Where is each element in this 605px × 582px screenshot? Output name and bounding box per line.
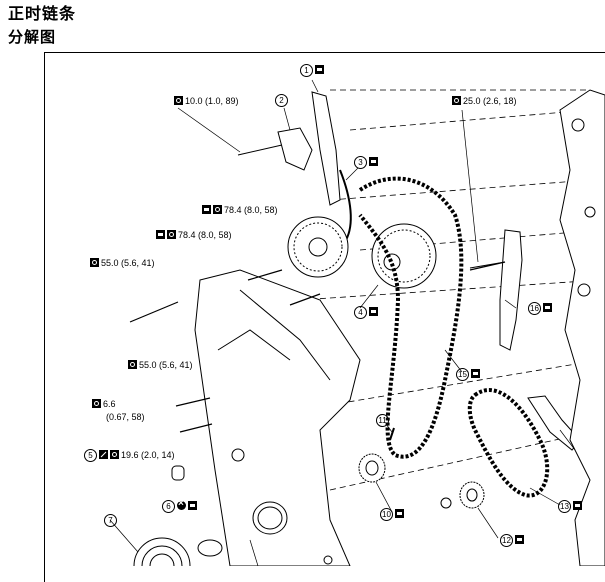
- lubricate-icon: [369, 156, 378, 166]
- front-oil-seal: [252, 501, 288, 535]
- intake-sprocket: [287, 216, 349, 278]
- page-title: 正时链条: [8, 4, 77, 23]
- callout-11: 11: [376, 414, 391, 427]
- callout-10: 10: [380, 508, 406, 521]
- page-subtitle: 分解图: [8, 28, 57, 46]
- bolts: [129, 261, 506, 433]
- torque-wrench-icon: [452, 96, 461, 105]
- torque-label-5: 55.0 (5.6, 41): [90, 258, 155, 268]
- torque-label-4: 78.4 (8.0, 58): [156, 230, 232, 240]
- lubricate-icon: [188, 500, 197, 510]
- callout-12: 12: [500, 534, 526, 547]
- nut: [440, 497, 452, 509]
- torque-label-1: 10.0 (1.0, 89): [174, 96, 239, 106]
- crankshaft-sprocket: [358, 453, 386, 483]
- torque-wrench-icon: [167, 230, 176, 239]
- torque-wrench-icon: [92, 399, 101, 408]
- chain-tensioner: [277, 127, 313, 171]
- callout-7: 7: [104, 514, 119, 527]
- diagram-frame: [44, 52, 605, 582]
- timing-chain: [358, 176, 464, 459]
- lubricate-icon: [515, 534, 524, 544]
- callout-13: 13: [558, 500, 584, 513]
- slack-guide: [339, 169, 352, 241]
- callout-6: 6: [162, 498, 199, 513]
- front-cover: [194, 269, 361, 566]
- lubricate-icon: [471, 368, 480, 378]
- callout-1: 1: [300, 64, 326, 77]
- lubricate-icon: [369, 306, 378, 316]
- torque-label-2: 25.0 (2.6, 18): [452, 96, 517, 106]
- oil-pump-chain: [467, 388, 550, 498]
- lubricate-icon: [202, 205, 211, 214]
- torque-value-8: 19.6 (2.0, 14): [121, 449, 175, 460]
- sealant-icon: [99, 449, 108, 459]
- torque-label-3: 78.4 (8.0, 58): [202, 205, 278, 215]
- do-not-reuse-icon: [177, 498, 186, 510]
- exhaust-sprocket: [371, 223, 437, 289]
- lubricate-icon: [573, 500, 582, 510]
- callout-2: 2: [275, 94, 290, 107]
- o-ring: [197, 539, 223, 557]
- upper-chain-guide: [311, 91, 341, 206]
- oil-pump-sprocket: [459, 481, 485, 509]
- callout-4: 4: [354, 306, 380, 319]
- lubricate-icon: [156, 230, 165, 239]
- callout-15: 15: [456, 368, 482, 381]
- torque-label-6: 55.0 (5.6, 41): [128, 360, 193, 370]
- lubricate-icon: [543, 302, 552, 312]
- torque-wrench-icon: [213, 205, 222, 214]
- torque-label-7-detail: (0.67, 58): [106, 412, 145, 422]
- torque-wrench-icon: [90, 258, 99, 267]
- exploded-view-drawing: [109, 79, 605, 566]
- torque-wrench-icon: [128, 360, 137, 369]
- tension-guide: [499, 229, 523, 351]
- plug: [171, 465, 185, 481]
- cylinder-block: [559, 89, 605, 566]
- crankshaft-pulley: [133, 537, 191, 566]
- callout-16: 16: [528, 302, 554, 315]
- lubricate-icon: [395, 508, 404, 518]
- lubricate-icon: [315, 64, 324, 74]
- torque-wrench-icon: [174, 96, 183, 105]
- callout-3: 3: [354, 156, 380, 169]
- torque-wrench-icon: [110, 449, 119, 459]
- torque-label-7: 6.6: [92, 399, 116, 409]
